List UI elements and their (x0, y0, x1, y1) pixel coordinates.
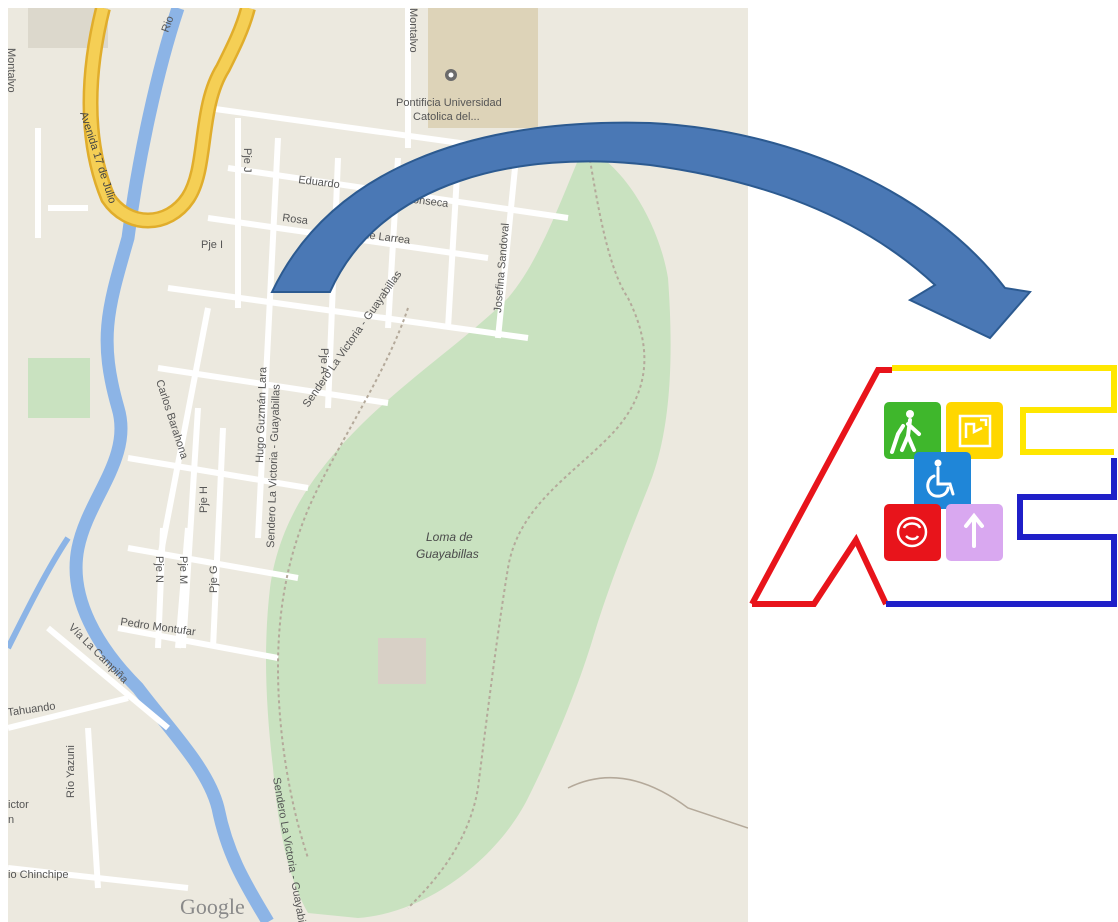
label-pje-a: Pje A (318, 348, 330, 374)
label-rio: Rio (160, 14, 177, 34)
river-branch (8, 536, 71, 650)
label-hugo: Hugo Guzmán Lara (254, 366, 269, 463)
park-area (266, 148, 671, 918)
contour-line (567, 776, 748, 829)
park-label-line2: Guayabillas (416, 547, 479, 561)
label-pje-g: Pje G (208, 565, 220, 593)
label-montalvo-top: Montalvo (407, 8, 419, 53)
label-rosa: Rosa (282, 212, 310, 227)
logo-blue-stroke (886, 458, 1117, 607)
park-clearing (378, 638, 426, 684)
label-eduardo: Eduardo (298, 174, 341, 191)
label-victor: ictor (8, 799, 29, 811)
label-chinchipe: io Chinchipe (8, 869, 69, 881)
label-pje-n: Pje N (153, 556, 165, 583)
label-pje-j: Pje J (241, 148, 253, 172)
label-universidad: Pontificia Universidad (396, 97, 502, 109)
wheelchair-icon (914, 452, 971, 509)
park-label-line1: Loma de (426, 530, 473, 544)
label-victor-2: n (8, 814, 14, 826)
logo-red-base (752, 533, 889, 607)
cognitive-head-icon (884, 504, 941, 561)
label-pje-h: Pje H (198, 486, 210, 513)
university-campus (428, 8, 538, 128)
arrow-shape (270, 121, 1032, 340)
logo-red-stroke (749, 367, 892, 606)
small-park (28, 358, 90, 418)
avenida-road-fill (85, 8, 254, 226)
street-grid (8, 8, 569, 891)
google-logo[interactable]: Google (180, 894, 245, 919)
label-sendero-2: Sendero La Victoria - Guayabillas (265, 384, 283, 548)
label-montalvo: Montalvo (8, 48, 17, 93)
label-larrea: de Larrea (363, 229, 412, 247)
logo-yellow-stroke (892, 365, 1117, 455)
label-yazuni: Río Yazuni (65, 745, 77, 798)
label-pje-i: Pje I (201, 239, 223, 251)
label-pje-m: Pje M (177, 556, 189, 584)
park-trail-west (276, 307, 409, 859)
accessibility-logo (748, 362, 1118, 610)
park-trail (407, 147, 646, 909)
label-universidad-2: Catolica del... (413, 111, 480, 123)
